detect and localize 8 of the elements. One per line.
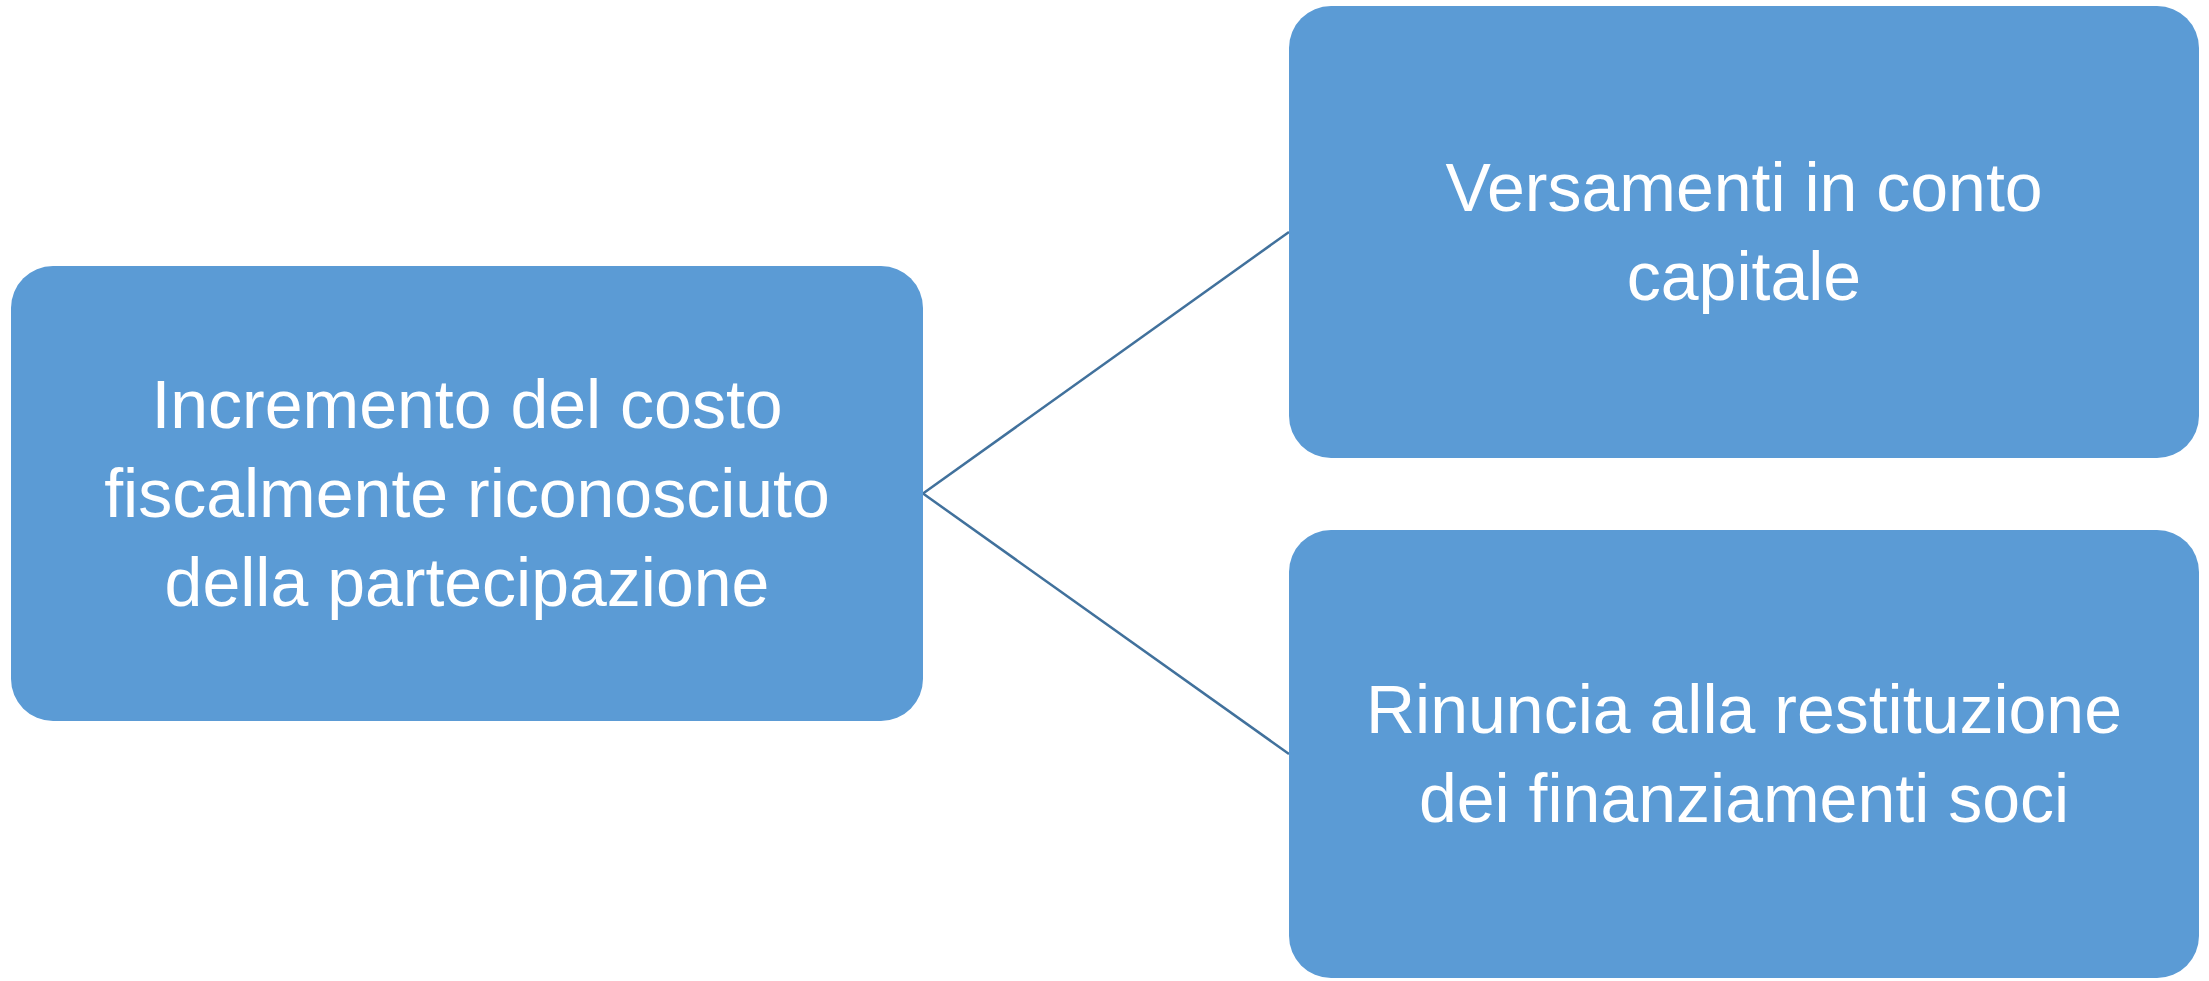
connector-line — [922, 492, 1290, 755]
connector-line — [922, 231, 1290, 495]
process-box — [11, 266, 923, 721]
box-label: Incremento del costo fiscalmente riconosciuto della partecipazione — [103, 365, 831, 622]
process-box — [1289, 6, 2199, 458]
box-label: Versamenti in conto capitale — [1444, 148, 2044, 316]
process-box — [1289, 530, 2199, 978]
box-label: Rinuncia alla restituzione dei finanziamenti soci — [1365, 670, 2123, 838]
